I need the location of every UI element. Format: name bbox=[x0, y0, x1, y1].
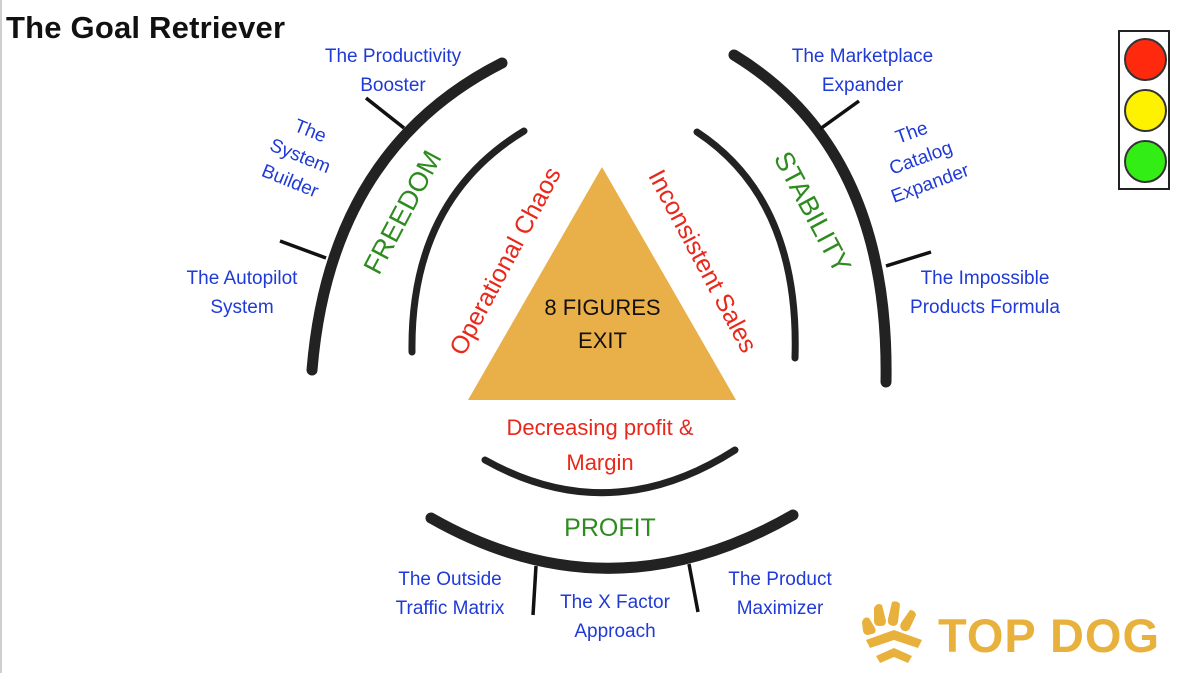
stability-divider-2 bbox=[885, 250, 932, 268]
profit-outer-arc bbox=[425, 509, 799, 574]
profit-item-product-maximizer: The Product Maximizer bbox=[710, 565, 850, 623]
stability-item-marketplace-expander: The Marketplace Expander bbox=[775, 42, 950, 100]
freedom-outer-arc bbox=[306, 57, 508, 376]
top-dog-logo: TOP DOG bbox=[858, 600, 1160, 670]
freedom-inner-arc bbox=[408, 127, 528, 356]
stability-item-3-line-1: The Impossible bbox=[920, 268, 1050, 289]
stability-item-1-line-1: The Marketplace bbox=[791, 46, 934, 67]
page-title: The Goal Retriever bbox=[6, 10, 286, 45]
problem-decreasing-profit: Decreasing profit & Margin bbox=[470, 410, 730, 480]
stability-item-3-line-2: Products Formula bbox=[910, 297, 1060, 318]
stability-inner-arc bbox=[693, 128, 799, 362]
stability-divider-1 bbox=[818, 99, 861, 131]
stability-item-1-line-2: Expander bbox=[821, 75, 904, 96]
profit-item-1-line-1: The Outside bbox=[398, 569, 502, 590]
goal-triangle bbox=[468, 167, 736, 400]
goal-label: 8 FIGURES EXIT bbox=[520, 291, 685, 357]
freedom-item-1-line-1: The Productivity bbox=[324, 46, 462, 67]
goal-line-2: EXIT bbox=[578, 328, 627, 353]
freedom-item-productivity-booster: The Productivity Booster bbox=[313, 42, 473, 100]
freedom-item-3-line-2: System bbox=[210, 297, 274, 318]
profit-item-2-line-2: Approach bbox=[574, 621, 656, 642]
pillar-profit: PROFIT bbox=[564, 514, 656, 542]
profit-inner-arc bbox=[481, 446, 739, 497]
logo-text: TOP DOG bbox=[938, 608, 1161, 662]
freedom-divider-2 bbox=[279, 239, 327, 260]
problem-decreasing-profit-line-2: Margin bbox=[566, 450, 634, 475]
freedom-item-3-line-1: The Autopilot bbox=[186, 268, 298, 289]
freedom-item-autopilot-system: The Autopilot System bbox=[172, 264, 312, 322]
profit-item-2-line-1: The X Factor bbox=[560, 592, 670, 613]
freedom-item-1-line-2: Booster bbox=[360, 75, 426, 96]
profit-item-outside-traffic-matrix: The Outside Traffic Matrix bbox=[380, 565, 520, 623]
stability-outer-arc bbox=[728, 49, 892, 388]
yellow-light bbox=[1124, 89, 1167, 132]
red-light bbox=[1124, 38, 1167, 81]
profit-item-3-line-2: Maximizer bbox=[736, 598, 824, 619]
problem-decreasing-profit-line-1: Decreasing profit & bbox=[506, 415, 694, 440]
traffic-light-icon bbox=[1118, 30, 1170, 190]
freedom-divider-1 bbox=[364, 96, 406, 130]
left-border bbox=[0, 0, 2, 673]
profit-divider-1 bbox=[531, 565, 538, 616]
paw-icon bbox=[862, 601, 922, 663]
profit-item-3-line-1: The Product bbox=[728, 569, 832, 590]
profit-item-x-factor-approach: The X Factor Approach bbox=[545, 588, 685, 646]
green-light bbox=[1124, 140, 1167, 183]
profit-divider-2 bbox=[687, 563, 700, 613]
profit-item-1-line-2: Traffic Matrix bbox=[395, 598, 505, 619]
goal-line-1: 8 FIGURES bbox=[544, 295, 661, 320]
stability-item-impossible-products-formula: The Impossible Products Formula bbox=[895, 264, 1075, 322]
